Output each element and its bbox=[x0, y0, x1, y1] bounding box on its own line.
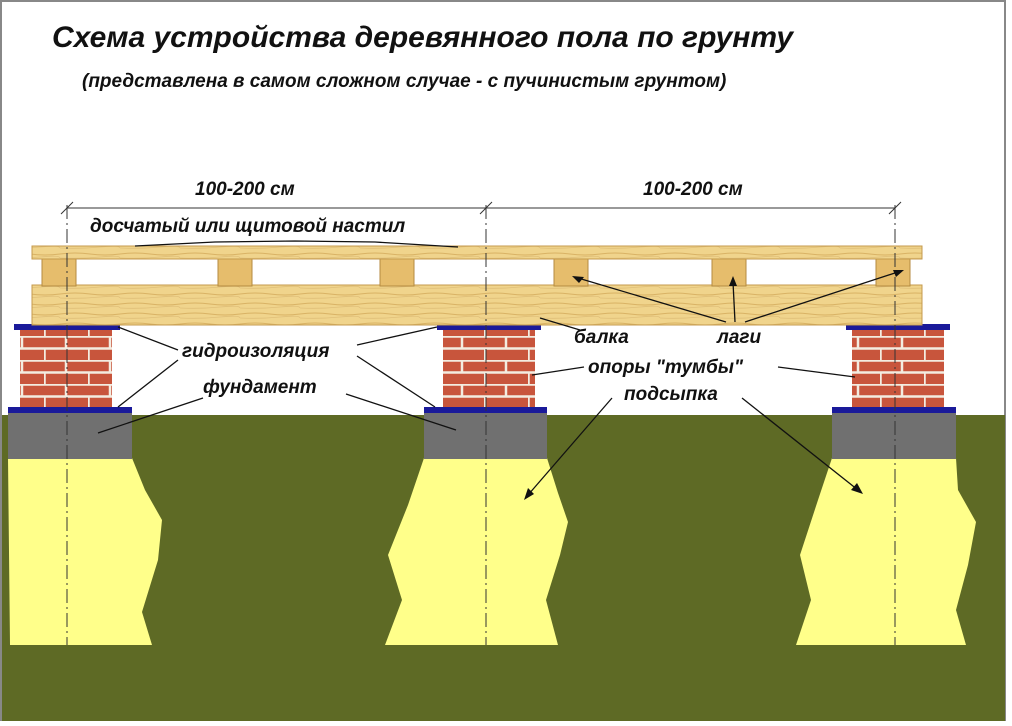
leader-decking bbox=[134, 240, 459, 248]
arrowhead-joist-3 bbox=[893, 270, 904, 277]
diagram-title: Схема устройства деревянного пола по гру… bbox=[52, 21, 794, 54]
leader-waterproofing-middle bbox=[356, 326, 438, 346]
dimension-tick-right-b bbox=[888, 201, 902, 215]
leader-joists-b bbox=[732, 281, 736, 323]
backfill-column-left bbox=[8, 458, 162, 645]
leader-backfill-middle bbox=[527, 397, 613, 496]
label-foundation: фундамент bbox=[203, 377, 317, 398]
backfill-column-middle bbox=[385, 458, 568, 645]
leader-supports-right bbox=[777, 366, 856, 378]
waterproofing-lower-right bbox=[832, 407, 956, 413]
dimension-tick-left-a bbox=[60, 201, 74, 215]
leader-beam bbox=[539, 317, 581, 331]
joist-5 bbox=[711, 257, 747, 287]
joist-4 bbox=[553, 257, 589, 287]
waterproofing-lower-left bbox=[8, 407, 132, 413]
leader-joists-c bbox=[744, 271, 899, 323]
waterproofing-upper-middle bbox=[437, 324, 541, 330]
joist-3 bbox=[379, 257, 415, 287]
dimension-label-left: 100-200 см bbox=[195, 179, 295, 200]
foundation-block-right bbox=[832, 413, 956, 459]
label-joists: лаги bbox=[716, 327, 762, 348]
joist-6 bbox=[875, 257, 911, 287]
arrowhead-joist-1 bbox=[572, 276, 584, 283]
beam bbox=[31, 284, 923, 326]
brick-pillar-left bbox=[20, 330, 112, 407]
leader-foundation-middle bbox=[345, 393, 457, 431]
dimension-label-right: 100-200 см bbox=[643, 179, 743, 200]
arrowhead-backfill-right bbox=[851, 483, 863, 494]
foundation-block-left bbox=[8, 413, 132, 459]
label-backfill: подсыпка bbox=[624, 384, 718, 405]
waterproofing-upper-right bbox=[846, 324, 950, 330]
leader-lines bbox=[97, 240, 899, 496]
joist-1 bbox=[41, 257, 77, 287]
leader-joists-a bbox=[577, 277, 727, 323]
leader-waterproofing-left bbox=[117, 326, 179, 351]
label-beam: балка bbox=[574, 327, 629, 348]
label-decking: досчатый или щитовой настил bbox=[90, 216, 405, 237]
backfill-column-right bbox=[796, 458, 976, 645]
leader-supports-middle bbox=[531, 366, 585, 376]
joist-2 bbox=[217, 257, 253, 287]
label-waterproofing: гидроизоляция bbox=[182, 341, 329, 362]
decking-board bbox=[31, 245, 923, 260]
leader-foundation-left bbox=[97, 397, 204, 434]
brick-pillar-middle bbox=[443, 330, 535, 407]
brick-pillar-right bbox=[852, 330, 944, 407]
leader-waterproofing-lower-middle bbox=[356, 355, 436, 408]
arrowhead-joist-2 bbox=[729, 276, 737, 286]
arrowheads bbox=[524, 270, 904, 500]
arrowhead-backfill-middle bbox=[524, 488, 534, 500]
leader-waterproofing-lower-left bbox=[117, 359, 179, 408]
leader-backfill-right bbox=[741, 397, 859, 491]
diagram-subtitle: (представлена в самом сложном случае - с… bbox=[82, 71, 726, 92]
label-supports: опоры "тумбы" bbox=[588, 357, 744, 378]
